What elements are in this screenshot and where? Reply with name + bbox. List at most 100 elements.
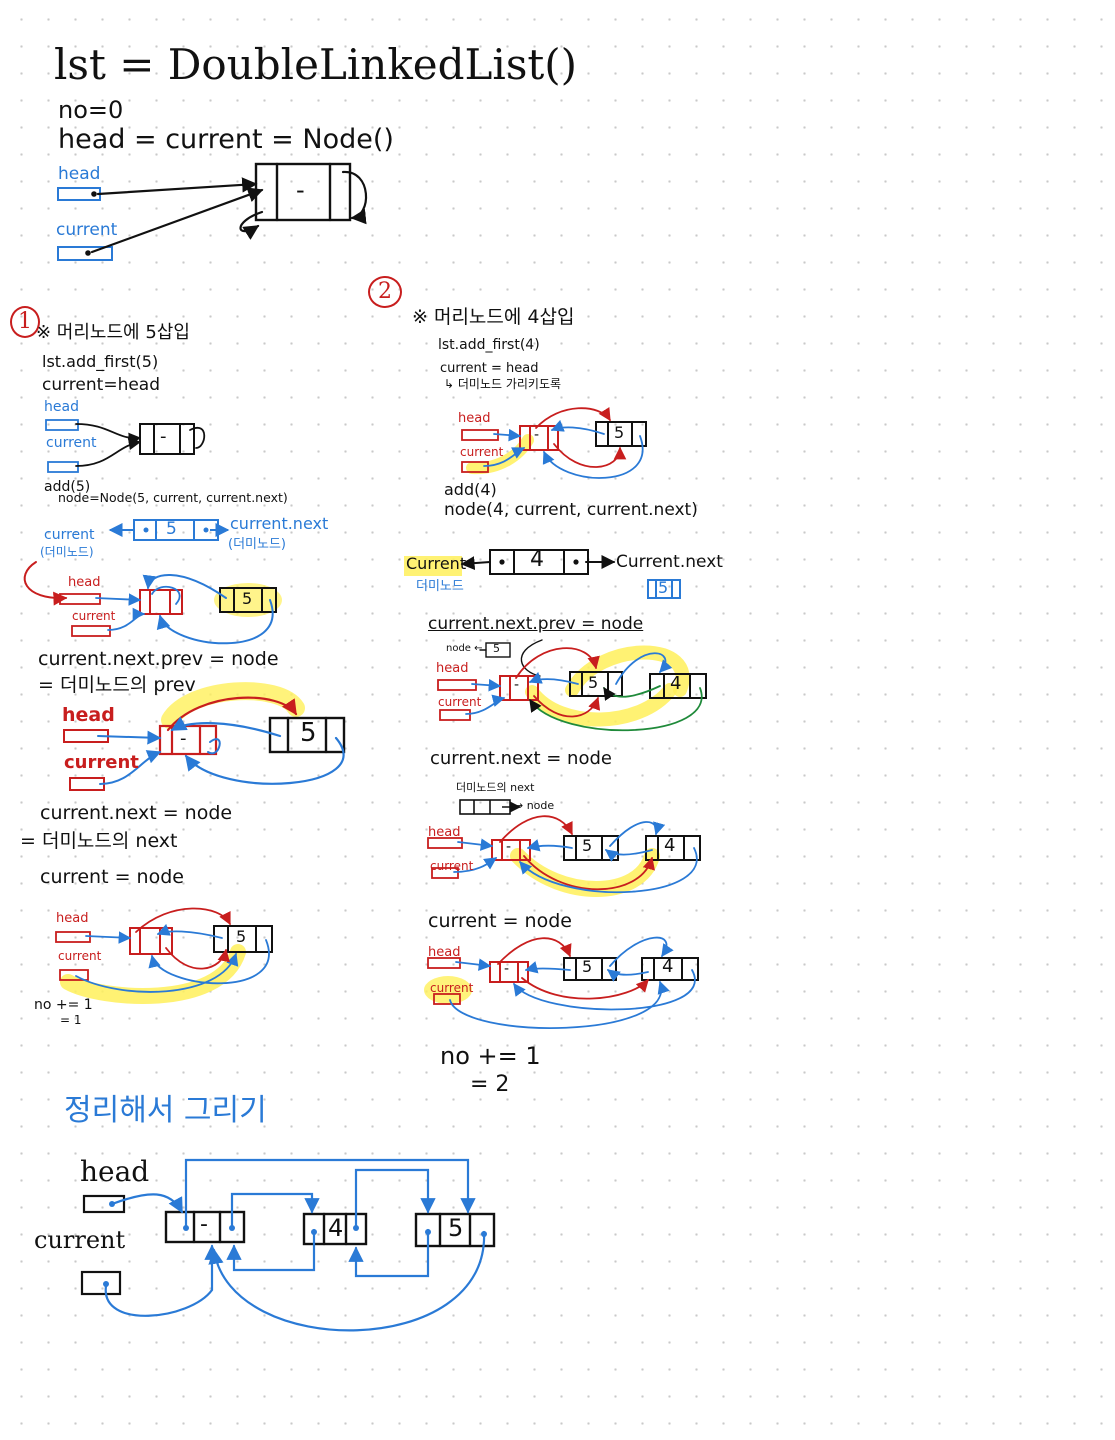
- step2-node-def: [404, 549, 681, 599]
- step2-diagram-d: [424, 936, 699, 1029]
- step2-c-head: head: [428, 825, 461, 840]
- current-label: current: [56, 220, 118, 240]
- summary-dummy-node: [164, 1210, 246, 1244]
- step2-diagram-c: [427, 815, 701, 897]
- step2-a-value: 5: [614, 423, 625, 442]
- step1-title: ※ 머리노드에 5삽입: [36, 322, 190, 343]
- step1-assign: current=head: [42, 375, 161, 395]
- step1-current-label: current: [46, 435, 97, 451]
- summary-node-5: [414, 1212, 496, 1248]
- step1-prev-eq: = 더미노드의 prev: [38, 674, 196, 696]
- summary-node4-value: 4: [328, 1214, 344, 1242]
- step2-dummy-next-box: [459, 799, 522, 815]
- step1-head-label: head: [44, 399, 79, 415]
- step2-current-ref: Current: [406, 554, 467, 573]
- step1-next-dummy: (더미노드): [228, 537, 286, 552]
- dummy-node-dash: -: [296, 176, 305, 204]
- step2-number: 2: [368, 276, 402, 308]
- step2-next-ref: Current.next: [616, 552, 723, 572]
- step2-c-value4: 4: [664, 835, 676, 856]
- page-title: lst = DoubleLinkedList(): [54, 40, 578, 89]
- step1-no-inc: no += 1: [34, 997, 93, 1013]
- step2-no-inc: no += 1: [440, 1042, 541, 1070]
- summary-head-box: [82, 1194, 126, 1214]
- step1-prev-stmt: current.next.prev = node: [38, 648, 279, 670]
- step1-no-eq: = 1: [60, 1013, 82, 1027]
- summary-diagram: [80, 1158, 496, 1332]
- step2-diagram-b: [437, 639, 707, 732]
- step1-d-current: current: [58, 949, 102, 963]
- step2-a-current: current: [460, 445, 504, 459]
- step2-b-current: current: [438, 695, 482, 709]
- header-diagram: [57, 162, 367, 261]
- step2-d-value5: 5: [582, 957, 593, 976]
- step1-add: add(5): [44, 479, 91, 495]
- step1-cur-node: current = node: [40, 866, 184, 888]
- step2-node-ref: node ←: [446, 643, 483, 654]
- step1-c-dash: -: [180, 728, 187, 749]
- step1-number: 1: [10, 306, 40, 338]
- step2-call: lst.add_first(4): [438, 337, 540, 353]
- step2-d-value4: 4: [662, 956, 674, 977]
- step1-b-head: head: [68, 575, 101, 590]
- current-pointer-box: [57, 246, 113, 261]
- step2-prev-stmt: current.next.prev = node: [428, 614, 644, 634]
- step2-next-value: 5: [658, 578, 669, 597]
- step2-diagram-a: [461, 407, 647, 479]
- step2-b-value5: 5: [588, 673, 599, 692]
- step1-b-current: current: [72, 609, 116, 623]
- step2-node-def: node(4, current, current.next): [444, 500, 698, 520]
- step2-c-value5: 5: [582, 836, 593, 855]
- step2-a-dash: -: [534, 427, 540, 443]
- step1-call: lst.add_first(5): [42, 352, 159, 371]
- step2-cur-node: current = node: [428, 910, 572, 932]
- summary-head-label: head: [80, 1155, 150, 1188]
- step2-b-value4: 4: [670, 673, 682, 694]
- step2-next-stmt: current.next = node: [430, 748, 612, 769]
- summary-title: 정리해서 그리기: [64, 1093, 267, 1128]
- summary-dummy-dash: -: [200, 1212, 208, 1237]
- step2-no-eq: = 2: [470, 1072, 510, 1097]
- step2-d-head: head: [428, 945, 461, 960]
- summary-current-box: [80, 1270, 122, 1296]
- step2-b-head: head: [436, 661, 469, 676]
- step1-current-ref: current: [44, 527, 95, 543]
- step1-node-def: [108, 519, 230, 541]
- no-init: no=0: [58, 96, 124, 124]
- step1-next-ref: current.next: [230, 514, 329, 533]
- step1-next-eq: = 더미노드의 next: [20, 830, 178, 852]
- step2-c-current: current: [430, 859, 474, 873]
- step2-d-current: current: [430, 981, 474, 995]
- step2-b-dash: -: [514, 677, 520, 693]
- summary-node5-value: 5: [448, 1214, 464, 1242]
- step2-to-node: → node: [514, 799, 555, 812]
- step1-d-value: 5: [236, 927, 247, 946]
- step2-note: ↳ 더미노드 가리키도록: [444, 377, 562, 391]
- step1-diagram-c: [63, 682, 346, 791]
- step1-diagram-d: [55, 907, 273, 1004]
- step1-dummy-dash: -: [160, 426, 167, 447]
- step2-dummy-ref: 더미노드: [416, 579, 464, 594]
- step1-dummy-ref: (더미노드): [40, 545, 94, 559]
- step1-b-value: 5: [242, 589, 253, 608]
- step1-d-head: head: [56, 911, 89, 926]
- head-init: head = current = Node(): [58, 124, 394, 155]
- step2-assign: current = head: [440, 361, 539, 376]
- step2-dummy-next: 더미노드의 next: [456, 781, 535, 794]
- step2-title: ※ 머리노드에 4삽입: [412, 306, 575, 328]
- summary-node-4: [302, 1212, 368, 1246]
- step2-d-dash: -: [504, 961, 510, 977]
- step1-c-head: head: [62, 704, 115, 726]
- summary-current-label: current: [34, 1226, 126, 1254]
- step2-a-head: head: [458, 411, 491, 426]
- step1-next-stmt: current.next = node: [40, 802, 233, 824]
- step2-add: add(4): [444, 480, 497, 499]
- step1-diagram-a: [45, 419, 206, 473]
- step2-node-ref-value: 5: [493, 642, 500, 655]
- step1-c-current: current: [64, 752, 139, 773]
- step2-new-node-value: 4: [530, 547, 544, 572]
- step1-new-node-value: 5: [166, 519, 177, 539]
- step1-node-def: node=Node(5, current, current.next): [58, 490, 288, 505]
- step1-diagram-b: [23, 561, 282, 645]
